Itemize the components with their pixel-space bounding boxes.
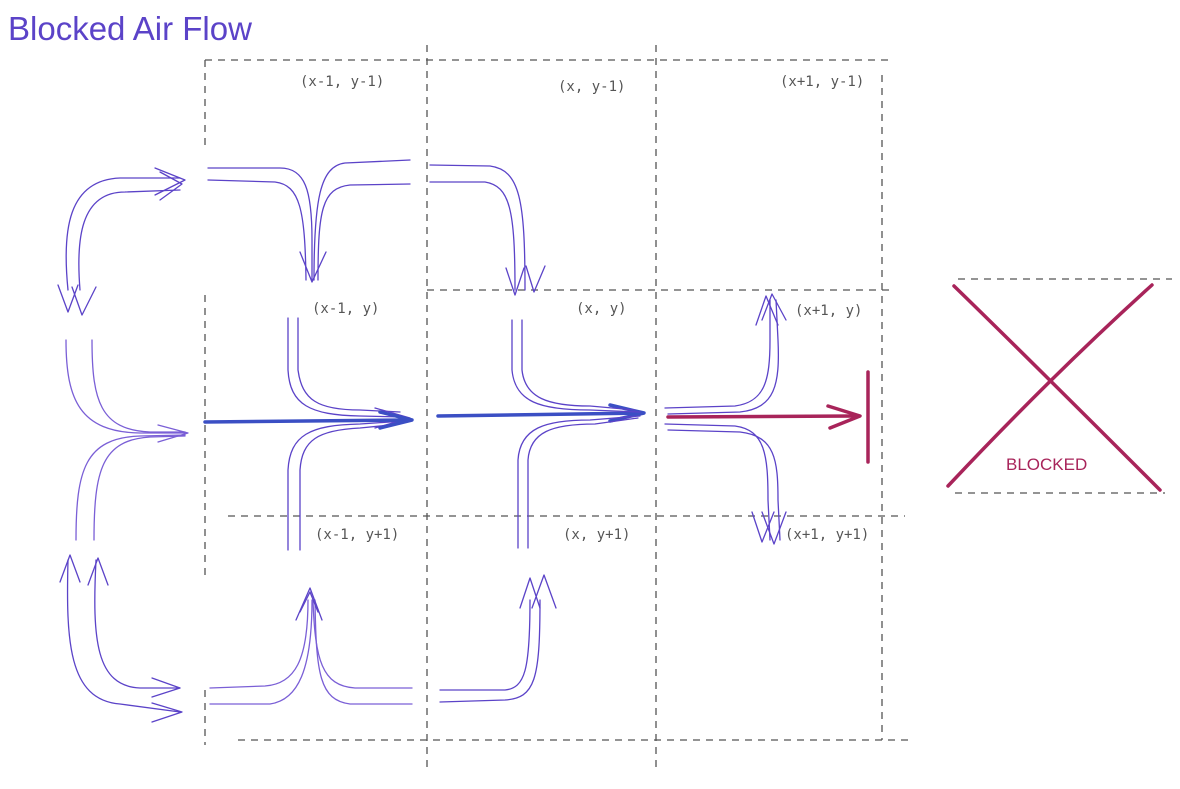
cell-label-top-center: (x, y-1) — [558, 79, 625, 95]
legend-cross-line-2 — [946, 283, 1154, 488]
flow-left-lower-loop — [59, 554, 183, 723]
cell-label-bot-center: (x, y+1) — [563, 527, 630, 543]
cell-label-top-left: (x-1, y-1) — [300, 74, 384, 90]
cell-label-bot-left: (x-1, y+1) — [315, 527, 399, 543]
main-arrow-1 — [203, 418, 412, 424]
blocked-label: BLOCKED — [1006, 455, 1087, 474]
flow-top-center-cell — [429, 164, 546, 296]
cell-label-mid-center: (x, y) — [576, 301, 627, 317]
blocked-legend: BLOCKED — [946, 278, 1172, 494]
cell-label-mid-left: (x-1, y) — [312, 301, 379, 317]
flow-bot-left-cell — [209, 587, 413, 705]
diagram-title: Blocked Air Flow — [8, 10, 252, 47]
blocked-flow-arrow — [666, 370, 870, 464]
legend-cross-line-1 — [952, 284, 1162, 492]
flow-left-upper-loop — [57, 167, 186, 316]
cell-label-mid-right: (x+1, y) — [795, 303, 862, 319]
flow-mid-right-cell — [664, 293, 787, 545]
cell-label-bot-right: (x+1, y+1) — [785, 527, 869, 543]
main-flow-arrows — [203, 403, 646, 430]
main-arrow-2 — [436, 411, 644, 418]
flow-bot-center-cell — [439, 574, 557, 703]
grid-lines — [204, 45, 910, 770]
flow-left-merge — [65, 339, 189, 541]
flow-top-left-cell — [207, 159, 411, 283]
flow-mid-center-cell — [511, 319, 641, 549]
cell-label-top-right: (x+1, y-1) — [780, 74, 864, 90]
flow-mid-left-cell — [287, 317, 411, 551]
